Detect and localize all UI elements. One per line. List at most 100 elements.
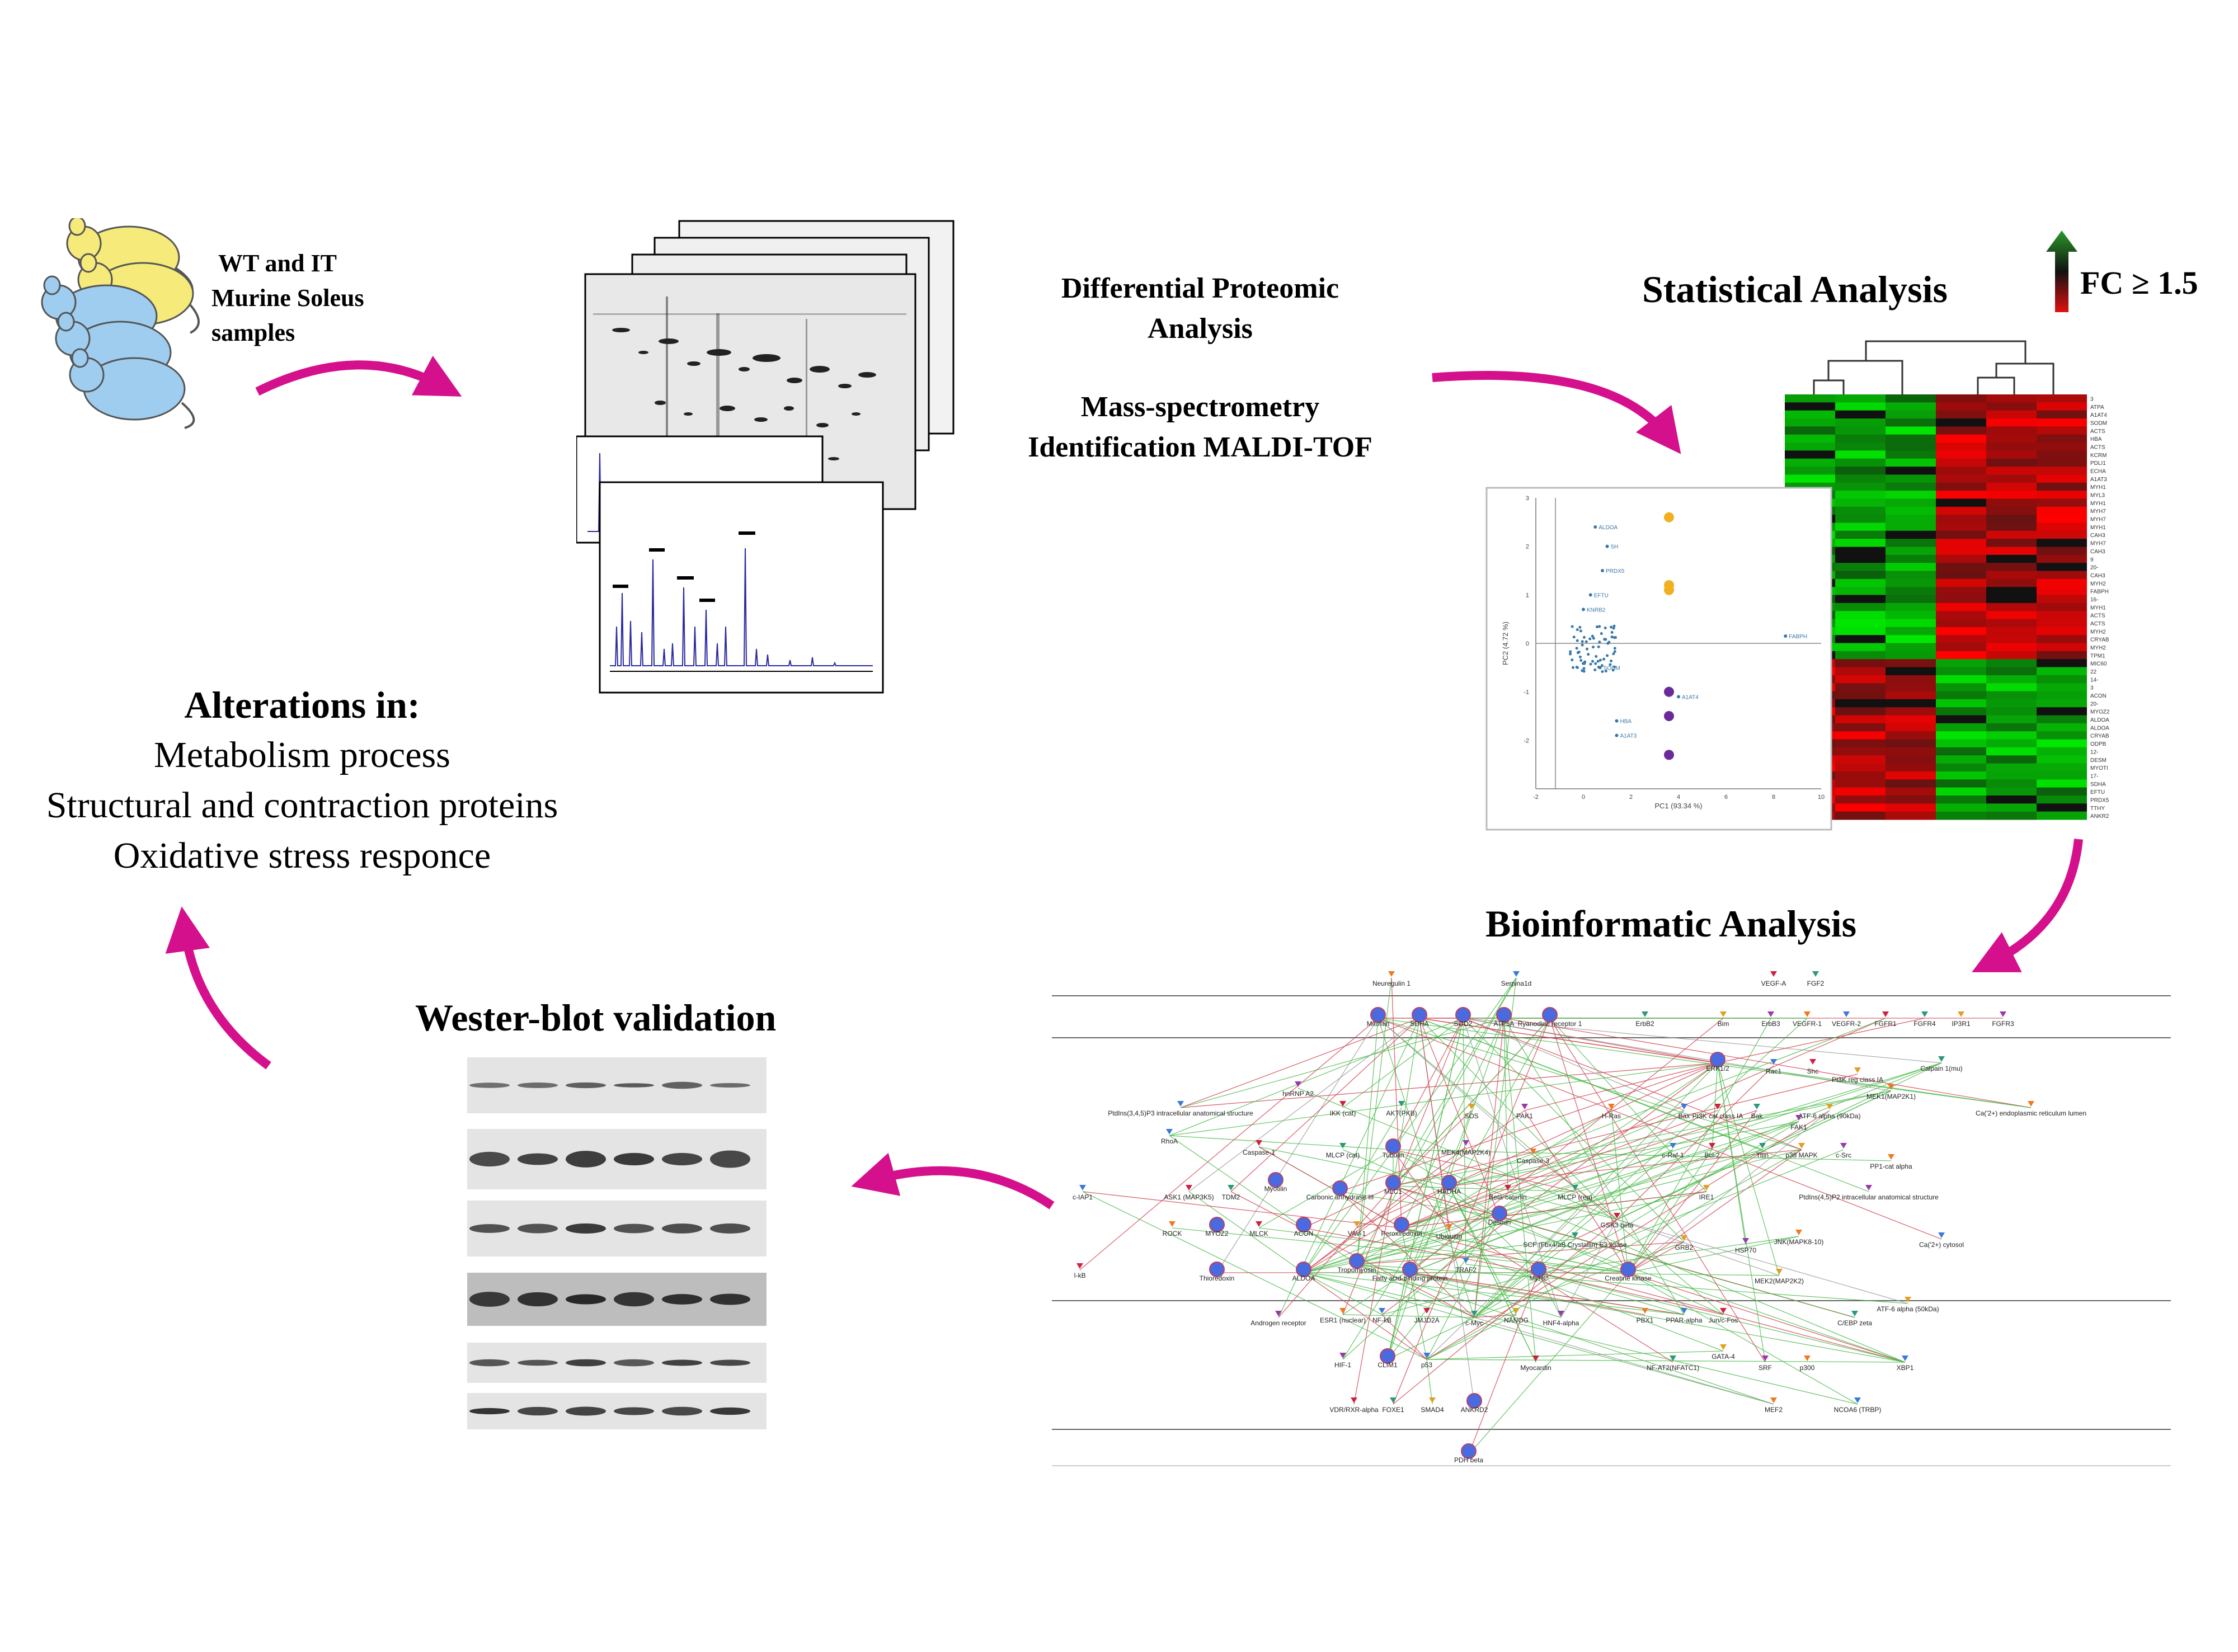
- network-node-label: Ca('2+) cytosol: [1919, 1241, 1964, 1249]
- heatmap-cell: [1886, 515, 1936, 523]
- network-edge: [1377, 1018, 1724, 1315]
- network-node-label: Serpina1d: [1501, 980, 1532, 987]
- heatmap-row-label: MYH2: [2090, 629, 2106, 635]
- heatmap-row-label: 20-: [2090, 565, 2098, 571]
- network-node-label: Tropomyosin: [1338, 1266, 1376, 1274]
- pca-sample-it: [1664, 711, 1674, 721]
- heatmap-cell: [1835, 707, 1886, 716]
- pca-point: [1585, 640, 1588, 643]
- network-edge: [1377, 1018, 1942, 1240]
- western-blot-band: [518, 1359, 558, 1366]
- heatmap-cell: [1835, 394, 1886, 403]
- network-node-marker: [1854, 1067, 1861, 1073]
- network-edge: [1426, 1314, 1517, 1360]
- heatmap-row-label: CRYAB: [2090, 733, 2109, 740]
- alterations-block: Alterations in: Metabolism process Struc…: [0, 680, 604, 881]
- pca-point-label: A1AT3: [1620, 733, 1637, 740]
- network-edge: [1409, 1272, 1685, 1315]
- network-node-marker: [1398, 1101, 1405, 1107]
- network-edge: [1339, 1062, 1718, 1192]
- heatmap-row-label: ATPA: [2090, 404, 2104, 411]
- heatmap-cell: [1785, 450, 1835, 459]
- pca-point: [1598, 666, 1602, 670]
- network-edge: [1538, 1272, 1724, 1315]
- network-node-marker: [1295, 1081, 1301, 1087]
- western-blot-band: [710, 1223, 750, 1234]
- heatmap-row-label: 12-: [2090, 749, 2098, 755]
- network-edge: [1082, 1191, 1402, 1229]
- heatmap-cell: [2037, 523, 2087, 531]
- network-edge: [1356, 977, 1392, 1265]
- pca-point: [1601, 670, 1604, 674]
- heatmap-row-label: ACTS: [2090, 621, 2105, 627]
- network-node-label: MEF2: [1765, 1406, 1783, 1414]
- network-node-marker: [1166, 1129, 1173, 1135]
- network-edge: [1303, 1227, 1539, 1273]
- heatmap-cell: [1886, 707, 1936, 716]
- network-node-label: MLCK: [1249, 1230, 1268, 1237]
- pca-point: [1587, 653, 1590, 656]
- western-blot-band: [710, 1359, 750, 1366]
- pca-point: [1581, 643, 1584, 647]
- heatmap-cell: [1886, 627, 1936, 636]
- pca-point: [1612, 627, 1615, 630]
- network-node-marker: [1826, 1104, 1833, 1109]
- network-node-marker: [1642, 1308, 1648, 1314]
- heatmap-row-label: ACON: [2090, 693, 2107, 699]
- heatmap-cell: [2037, 771, 2087, 780]
- network-node-marker: [1521, 1104, 1528, 1109]
- pca-point: [1581, 669, 1584, 672]
- network-edge: [1377, 1018, 1475, 1318]
- network-node-marker: [1496, 1007, 1512, 1023]
- heatmap-row-label: 17-: [2090, 773, 2098, 779]
- network-node-label: PBX1: [1637, 1316, 1654, 1324]
- network-edge: [1356, 977, 1517, 1265]
- network-node-marker: [1471, 1311, 1478, 1316]
- network-node-label: Mitofilin: [1367, 1020, 1390, 1028]
- pca-points: ALDOASHPRDX5EFTUKNRB2FABPHA1AT4HBASODMA1…: [1569, 512, 1807, 760]
- pca-point: [1582, 667, 1586, 670]
- heatmap-cell: [1886, 659, 1936, 668]
- pca-point: [1579, 659, 1583, 662]
- heatmap-cell: [1835, 635, 1886, 644]
- heatmap-cell: [2037, 627, 2087, 636]
- pca-point: [1591, 634, 1594, 638]
- network-node-marker: [1463, 1258, 1469, 1263]
- heatmap-cell: [1835, 803, 1886, 812]
- network-edge: [1258, 1227, 1629, 1273]
- heatmap-cell: [1886, 458, 1936, 467]
- western-blot-band: [614, 1359, 654, 1367]
- network-edge: [1258, 1149, 1394, 1229]
- network-node-label: Carbonic anhydrase III: [1306, 1193, 1374, 1201]
- network-node-label: ANKRD2: [1461, 1406, 1488, 1414]
- pca-point: [1595, 655, 1598, 658]
- heatmap-cell: [1936, 515, 1986, 523]
- heatmap-cell: [1986, 515, 2037, 523]
- heatmap-row-label: SDHA: [2090, 782, 2106, 788]
- network-edge: [1401, 1227, 1724, 1352]
- network-node-marker: [1370, 1007, 1386, 1023]
- heatmap-cell: [1986, 587, 2037, 595]
- heatmap-cell: [1835, 467, 1886, 475]
- heatmap-row-label: FABPH: [2090, 589, 2109, 595]
- network-edge: [1393, 1018, 1420, 1187]
- heatmap-cell: [2037, 578, 2087, 587]
- network-edge: [1353, 1185, 1394, 1405]
- pca-point-label: KNRB2: [1587, 607, 1606, 613]
- heatmap-cell: [1886, 474, 1936, 483]
- heatmap-cell: [1986, 410, 2037, 419]
- network-node-marker: [1854, 1397, 1861, 1403]
- network-edge: [1538, 1272, 1780, 1276]
- network-node-label: Peroxiredoxin: [1381, 1230, 1422, 1237]
- heatmap-cell: [1936, 795, 1986, 804]
- heatmap-cell: [1886, 491, 1936, 499]
- heatmap-cell: [2037, 426, 2087, 435]
- heatmap-cell: [2037, 547, 2087, 556]
- heatmap-cell: [1886, 554, 1936, 563]
- network-node-marker: [1186, 1185, 1192, 1190]
- network-node-marker: [1513, 1308, 1520, 1314]
- network-node-label: TDM2: [1222, 1193, 1240, 1201]
- heatmap-cell: [2037, 651, 2087, 660]
- alteration-item-metabolism: Metabolism process: [154, 735, 450, 775]
